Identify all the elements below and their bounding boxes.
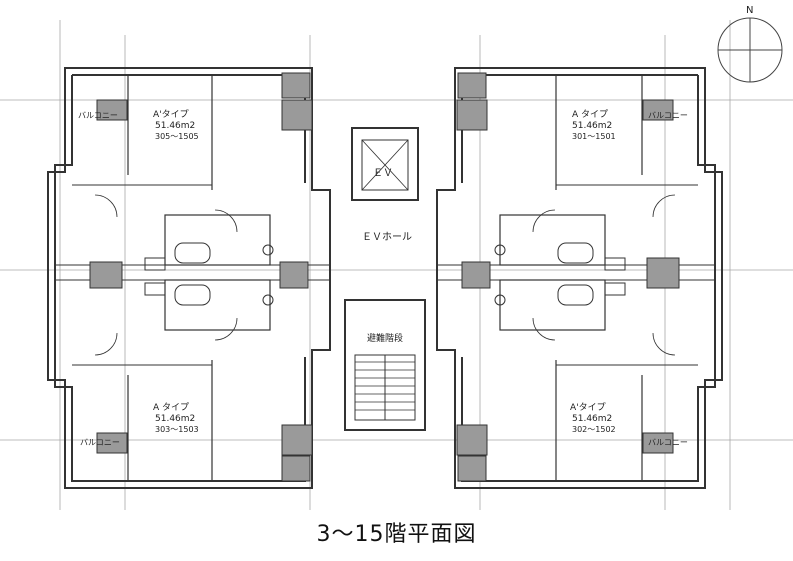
core-labels: ＥＶ ＥＶホール 避難階段 — [362, 168, 412, 344]
unit-area-label: 51.46m2 — [572, 414, 612, 424]
stairs-label: 避難階段 — [367, 332, 403, 344]
ev-hall-label: ＥＶホール — [362, 231, 412, 243]
unit-rooms-label: 301～1501 — [572, 132, 616, 141]
north-arrow-icon: N — [717, 5, 783, 83]
balcony-label: バルコニー — [648, 438, 688, 447]
left-shafts — [89, 72, 313, 482]
unit-area-label: 51.46m2 — [155, 414, 195, 424]
unit-rooms-label: 305～1505 — [155, 132, 199, 141]
unit-area-label: 51.46m2 — [155, 121, 195, 131]
right-wing — [436, 67, 723, 489]
plan-caption: 3～15階平面図 — [316, 522, 477, 547]
balcony-label: バルコニー — [78, 111, 118, 120]
unit-labels: A'タイプ 51.46m2 305～1505 バルコニー A タイプ 51.46… — [78, 109, 688, 447]
unit-rooms-label: 303～1503 — [155, 425, 199, 434]
compass-north-label: N — [746, 5, 753, 16]
right-shafts — [456, 72, 680, 482]
unit-rooms-label: 302～1502 — [572, 425, 616, 434]
ev-label: ＥＶ — [373, 168, 393, 179]
elevator-core — [351, 127, 419, 201]
unit-type-label: A'タイプ — [153, 109, 189, 120]
unit-type-label: A'タイプ — [570, 402, 606, 413]
stair-core — [344, 299, 426, 431]
balcony-label: バルコニー — [80, 438, 120, 447]
unit-type-label: A タイプ — [572, 109, 608, 120]
unit-type-label: A タイプ — [153, 402, 189, 413]
balcony-label: バルコニー — [648, 111, 688, 120]
unit-area-label: 51.46m2 — [572, 121, 612, 131]
